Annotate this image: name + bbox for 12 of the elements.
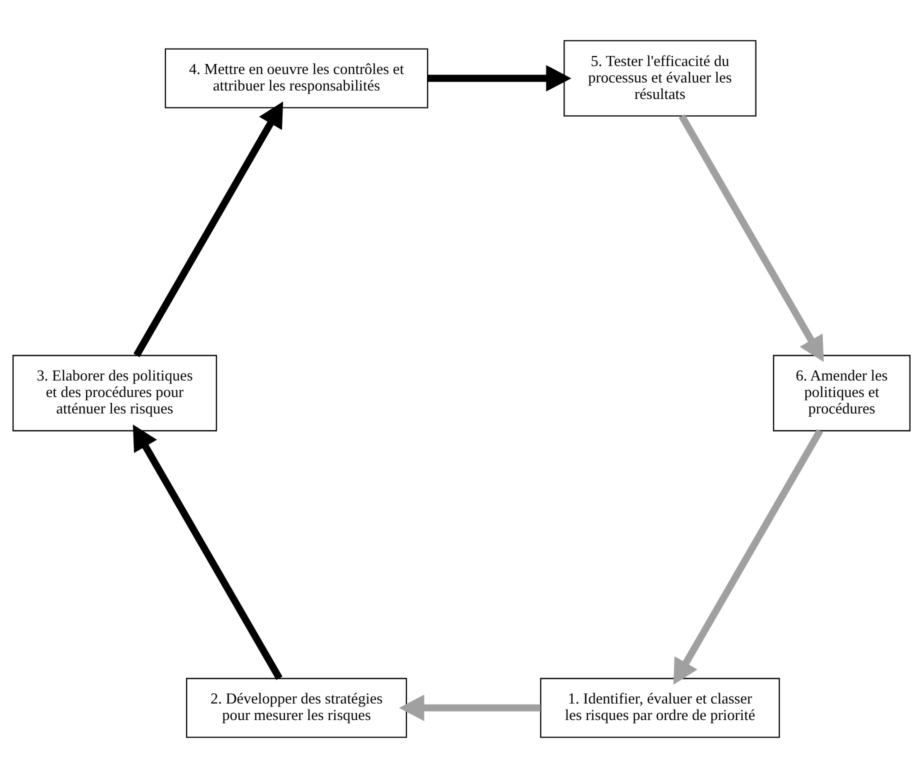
node-box: 5. Tester l'efficacité du processus et évaluer les résultats xyxy=(564,40,756,117)
node-box: 1. Identifier, évaluer et classer les risques par ordre de priorité xyxy=(540,678,780,738)
arrow xyxy=(133,102,284,358)
node-box: 4. Mettre en oeuvre les contrôles et attribuer les responsabilités xyxy=(164,48,428,108)
node-box: 2. Développer des stratégies pour mesurer les risques xyxy=(186,678,407,738)
node-box: 3. Elaborer des politiques et des procédures pour atténuer les risques xyxy=(12,354,218,432)
arrow xyxy=(678,114,824,362)
arrow xyxy=(132,424,282,680)
arrow xyxy=(673,429,824,685)
arrow xyxy=(398,694,540,722)
node-box: 6. Amender les politiques et procédures xyxy=(772,354,911,432)
arrow xyxy=(428,65,572,92)
